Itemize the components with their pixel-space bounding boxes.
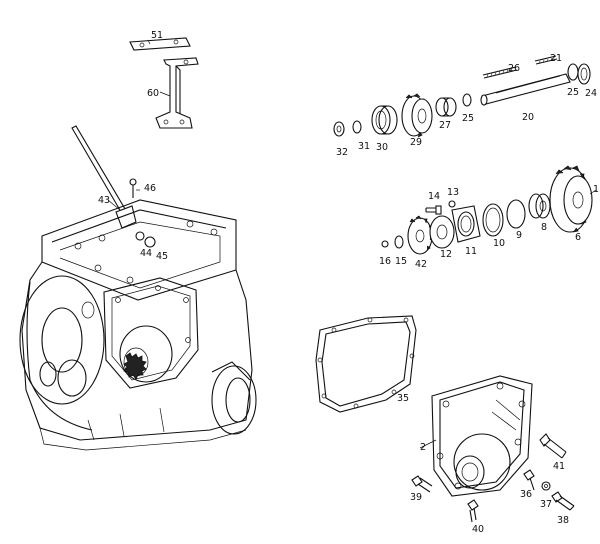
label-8: 8 (541, 222, 547, 233)
label-21: 21 (550, 53, 562, 64)
label-30: 30 (376, 142, 388, 153)
label-14: 14 (428, 191, 440, 202)
label-46: 46 (144, 183, 156, 194)
upper-gear-row (333, 93, 472, 138)
upper-shaft-assembly (480, 55, 591, 106)
label-29: 29 (410, 137, 422, 148)
bolts (411, 433, 575, 523)
label-25-upper: 25 (567, 87, 579, 98)
label-60: 60 (147, 88, 159, 99)
label-10: 10 (493, 238, 505, 249)
pump-cover (431, 375, 533, 497)
label-39: 39 (410, 492, 422, 503)
label-9: 9 (516, 230, 522, 241)
label-41: 41 (553, 461, 565, 472)
label-26: 26 (508, 63, 520, 74)
label-32: 32 (336, 147, 348, 158)
part-labels: 51 60 21 26 20 25 24 32 31 30 29 27 25 4… (98, 30, 599, 535)
label-11: 11 (465, 246, 477, 257)
label-43: 43 (98, 195, 110, 206)
label-12: 12 (440, 249, 452, 260)
label-25-lower: 25 (462, 113, 474, 124)
label-44: 44 (140, 248, 152, 259)
label-2: 2 (420, 442, 426, 453)
label-42: 42 (415, 259, 427, 270)
label-1: 1 (593, 184, 599, 195)
label-37: 37 (540, 499, 552, 510)
label-24: 24 (585, 88, 597, 99)
gasket (315, 315, 417, 413)
label-31: 31 (358, 141, 370, 152)
label-40: 40 (472, 524, 484, 535)
label-45: 45 (156, 251, 168, 262)
label-51: 51 (151, 30, 163, 41)
lower-gear-row (381, 165, 593, 255)
label-20: 20 (522, 112, 534, 123)
label-38: 38 (557, 515, 569, 526)
label-15: 15 (395, 256, 407, 267)
transmission-housing (19, 199, 257, 451)
label-27: 27 (439, 120, 451, 131)
label-36: 36 (520, 489, 532, 500)
label-13: 13 (447, 187, 459, 198)
leader-lines (107, 39, 597, 449)
label-6: 6 (575, 232, 581, 243)
label-16: 16 (379, 256, 391, 267)
bracket-assembly (129, 37, 199, 129)
label-35: 35 (397, 393, 409, 404)
